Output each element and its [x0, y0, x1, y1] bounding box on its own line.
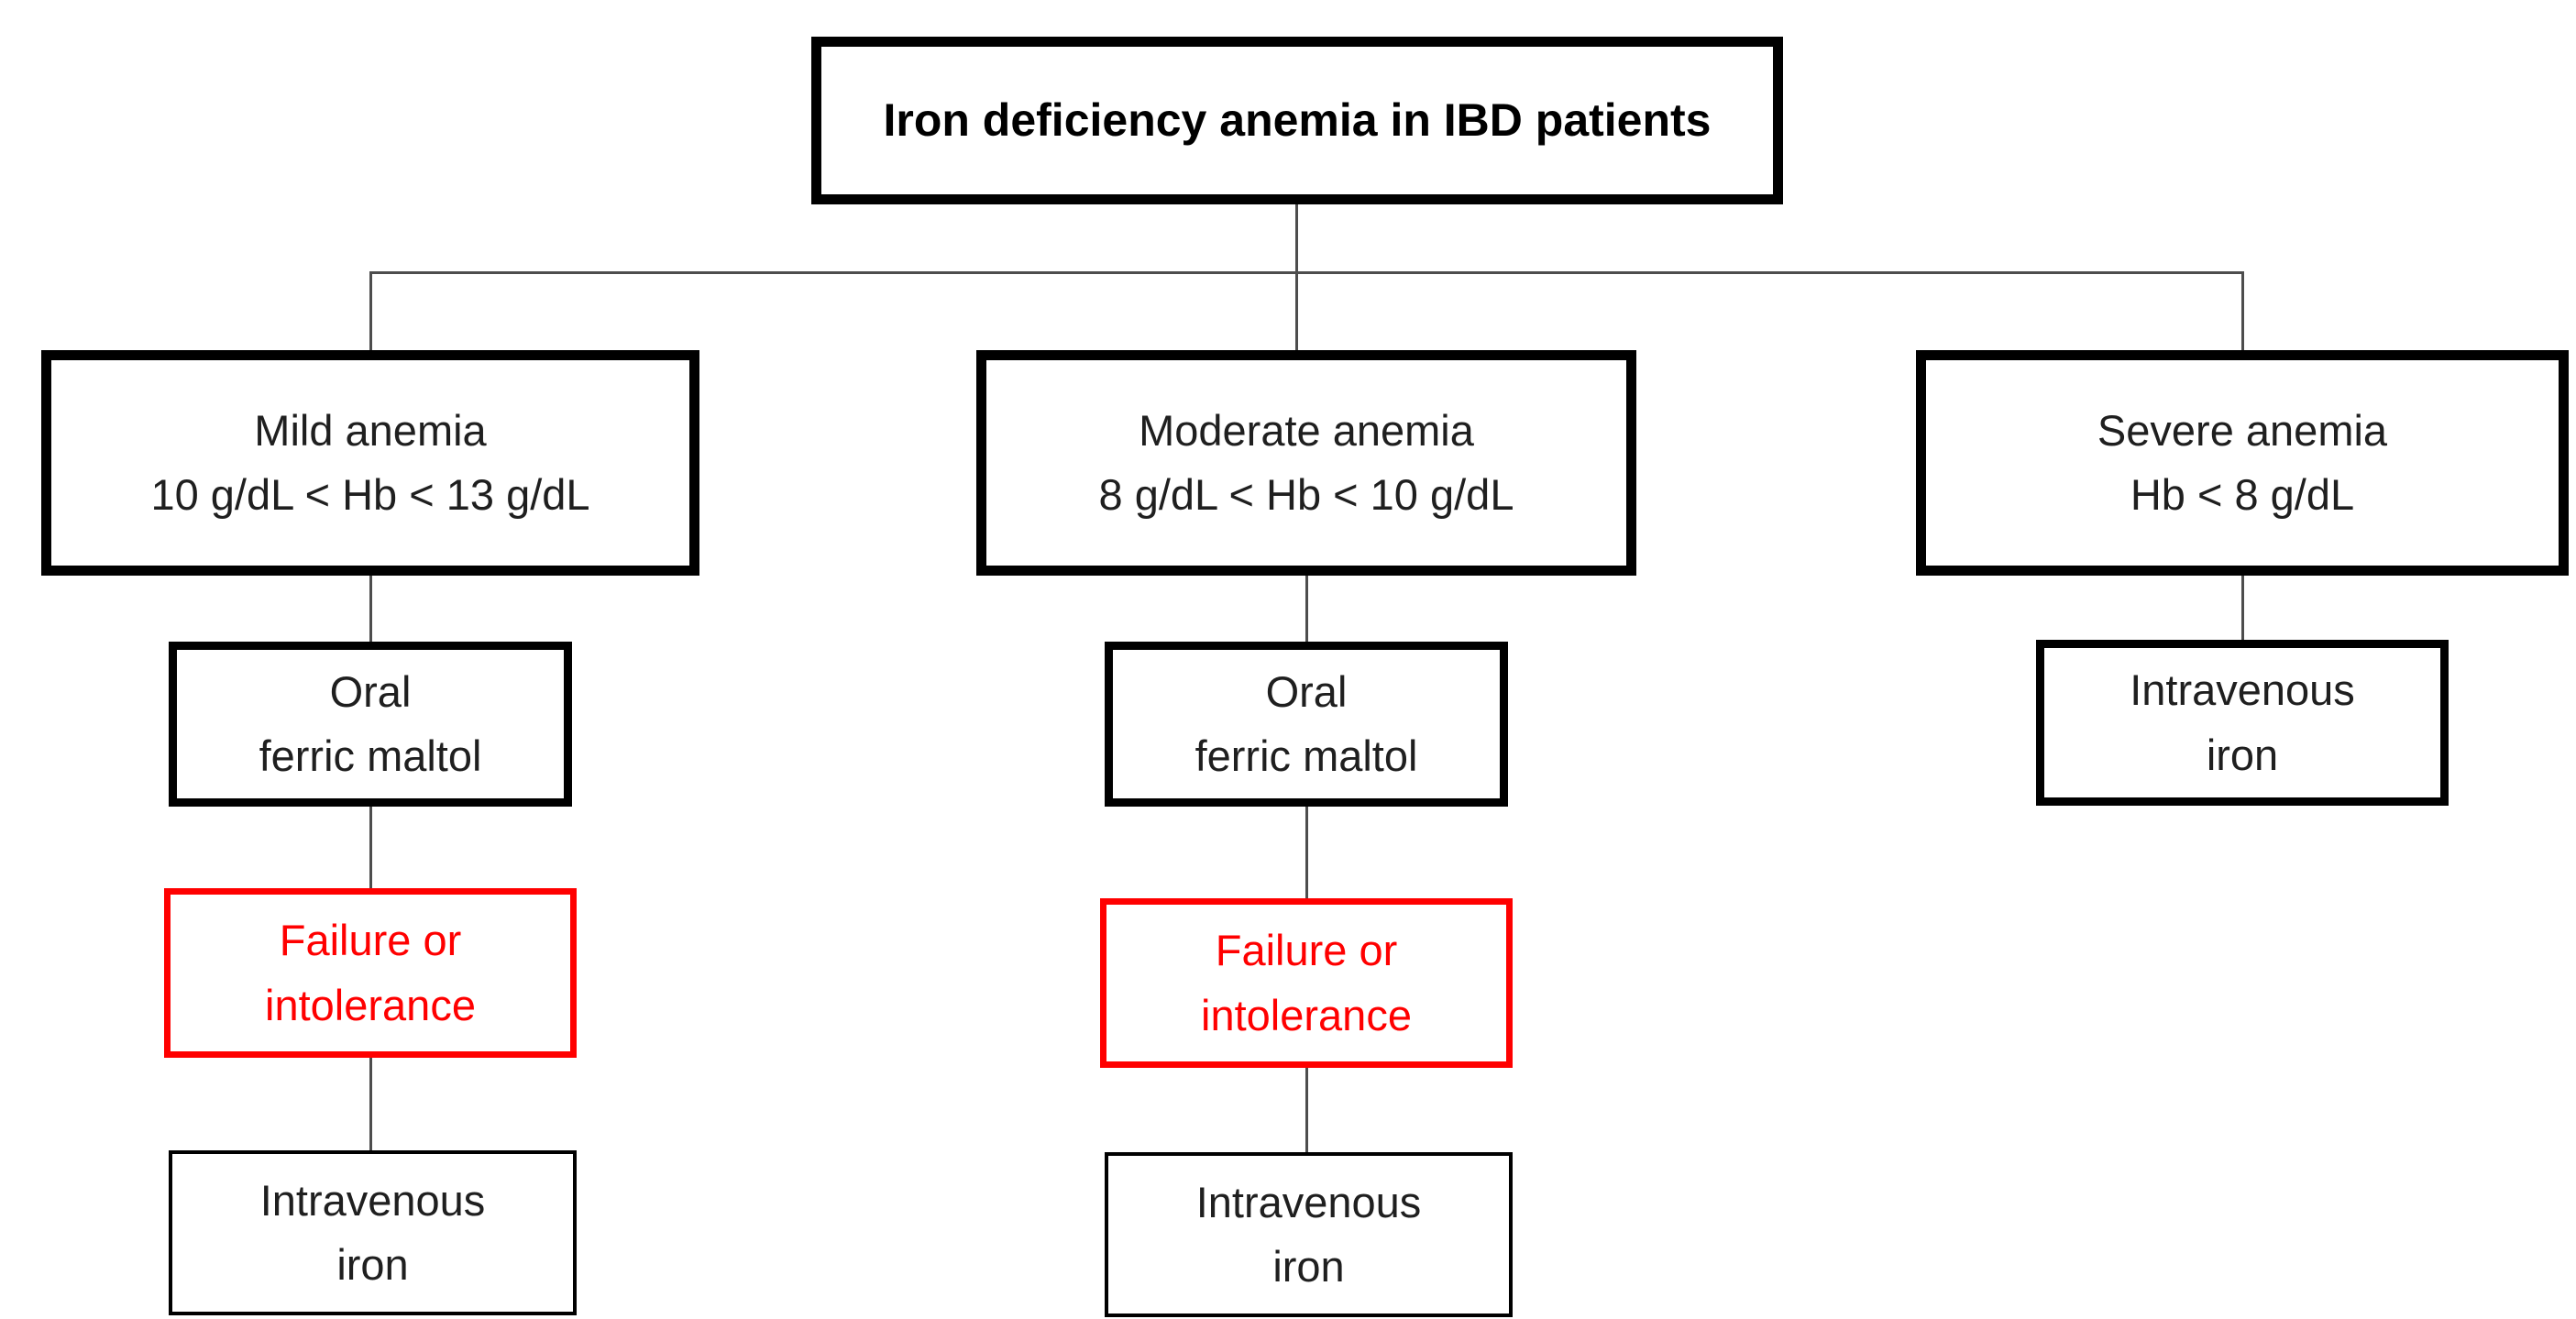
intolerance-label-moderate: intolerance [1201, 990, 1412, 1039]
severe-anemia-hb-range: Hb < 8 g/dL [2130, 470, 2355, 519]
node-oral-ferric-maltol-mild: Oral ferric maltol [169, 642, 572, 807]
connector-failure-to-iv-moderate [1305, 1068, 1308, 1152]
node-intravenous-iron-moderate: Intravenous iron [1105, 1152, 1513, 1317]
iv-label-moderate: Intravenous [1195, 1177, 1422, 1226]
iron-label-mild: iron [336, 1240, 409, 1289]
node-oral-ferric-maltol-moderate: Oral ferric maltol [1105, 642, 1508, 807]
node-failure-intolerance-mild: Failure or intolerance [164, 888, 577, 1058]
connector-oral-to-failure-mild [369, 807, 372, 888]
mild-anemia-label: Mild anemia [254, 405, 487, 455]
ferric-maltol-label-mild: ferric maltol [259, 731, 482, 780]
failure-label-mild: Failure or [279, 916, 462, 964]
connector-drop-moderate [1295, 271, 1298, 351]
branch-node-moderate-anemia: Moderate anemia 8 g/dL < Hb < 10 g/dL [976, 350, 1636, 576]
ferric-maltol-label-moderate: ferric maltol [1194, 731, 1418, 780]
connector-failure-to-iv-mild [369, 1058, 372, 1150]
title-text: Iron deficiency anemia in IBD patients [883, 94, 1712, 146]
branch-node-severe-anemia: Severe anemia Hb < 8 g/dL [1916, 350, 2569, 576]
connector-severe-to-iv [2241, 576, 2244, 640]
failure-label-moderate: Failure or [1215, 926, 1398, 974]
moderate-anemia-label: Moderate anemia [1139, 405, 1474, 455]
branch-node-mild-anemia: Mild anemia 10 g/dL < Hb < 13 g/dL [41, 350, 699, 576]
connector-branch-horizontal [370, 271, 2244, 274]
iron-label-severe: iron [2206, 730, 2279, 779]
severe-anemia-label: Severe anemia [2097, 405, 2388, 455]
connector-moderate-to-oral [1305, 576, 1308, 642]
connector-drop-mild [369, 271, 372, 351]
node-intravenous-iron-mild: Intravenous iron [169, 1150, 577, 1315]
intolerance-label-mild: intolerance [265, 980, 476, 1029]
iron-label-moderate: iron [1272, 1242, 1345, 1291]
oral-label-moderate: Oral [1265, 666, 1348, 716]
connector-mild-to-oral [369, 576, 372, 642]
node-intravenous-iron-severe: Intravenous iron [2036, 640, 2449, 806]
node-failure-intolerance-moderate: Failure or intolerance [1100, 898, 1513, 1068]
connector-title-stub [1295, 204, 1298, 272]
title-node: Iron deficiency anemia in IBD patients [811, 37, 1783, 204]
mild-anemia-hb-range: 10 g/dL < Hb < 13 g/dL [150, 470, 590, 519]
iv-label-mild: Intravenous [259, 1175, 486, 1225]
connector-oral-to-failure-moderate [1305, 807, 1308, 898]
moderate-anemia-hb-range: 8 g/dL < Hb < 10 g/dL [1098, 470, 1514, 519]
oral-label-mild: Oral [329, 666, 412, 716]
connector-drop-severe [2241, 271, 2244, 351]
iv-label-severe: Intravenous [2130, 665, 2355, 714]
